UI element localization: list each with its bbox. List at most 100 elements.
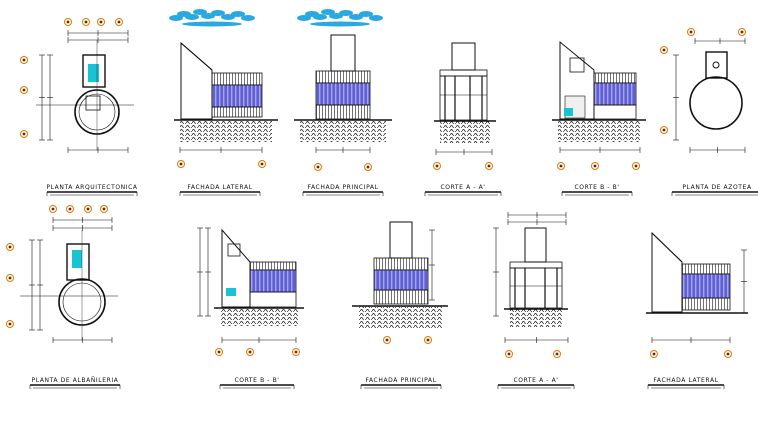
grid-marker <box>433 162 441 170</box>
grid-marker <box>258 160 266 168</box>
stair-cyan <box>564 108 573 116</box>
cloud-puff <box>221 14 235 20</box>
drain-circle <box>712 61 720 69</box>
stair-fill <box>88 64 99 82</box>
marker-dot <box>8 276 12 280</box>
rect <box>509 267 563 309</box>
marker-ring <box>258 160 266 168</box>
grid-marker <box>557 162 565 170</box>
marker-ring <box>433 162 441 170</box>
slat-band <box>373 257 429 271</box>
stair-cyan <box>226 288 236 296</box>
marker-ring <box>738 28 746 36</box>
facade-wall <box>180 41 213 120</box>
grid-marker <box>246 348 254 356</box>
grid-marker <box>20 56 28 64</box>
rect <box>389 221 413 259</box>
grid-marker <box>383 336 391 344</box>
marker-dot <box>86 207 90 211</box>
marker-dot <box>22 58 26 62</box>
slat-band <box>315 104 371 120</box>
marker-dot <box>555 352 559 356</box>
marker-dot <box>99 20 103 24</box>
title-fachada-principal-2: FACHADA PRINCIPAL <box>365 377 437 384</box>
glass-band <box>249 269 297 293</box>
title-fachada-lateral: FACHADA LATERAL <box>187 184 253 191</box>
marker-dot <box>84 20 88 24</box>
marker-dot <box>102 207 106 211</box>
planta-albanileria <box>6 205 121 389</box>
slat-band <box>681 297 731 311</box>
marker-ring <box>687 28 695 36</box>
marker-ring <box>177 160 185 168</box>
marker-ring <box>20 130 28 138</box>
marker-ring <box>632 162 640 170</box>
grid-marker <box>66 205 74 213</box>
marker-dot <box>426 338 430 342</box>
marker-ring <box>553 350 561 358</box>
cloud-puff <box>231 11 245 17</box>
planta-azotea <box>660 28 758 196</box>
marker-ring <box>505 350 513 358</box>
grid-marker <box>292 348 300 356</box>
rect <box>249 291 297 308</box>
ground-hatch <box>558 120 640 142</box>
rect <box>439 75 488 121</box>
stair-fill <box>72 250 82 268</box>
fachada-lateral <box>169 9 278 196</box>
cloud-puff <box>241 15 255 21</box>
grid-marker <box>364 163 372 171</box>
ground-hatch <box>300 120 386 142</box>
rect <box>330 34 356 72</box>
marker-dot <box>559 164 563 168</box>
grid-marker <box>553 350 561 358</box>
corte-bb-2 <box>197 227 304 389</box>
marker-dot <box>507 352 511 356</box>
glass-band <box>681 273 731 299</box>
ground-hatch <box>358 306 442 328</box>
marker-dot <box>366 165 370 169</box>
glass-band <box>593 82 637 106</box>
marker-ring <box>84 205 92 213</box>
marker-dot <box>726 352 730 356</box>
grid-marker <box>738 28 746 36</box>
grid-marker <box>6 243 14 251</box>
marker-ring <box>6 274 14 282</box>
marker-ring <box>20 86 28 94</box>
grid-marker <box>660 126 668 134</box>
ground-hatch <box>440 121 490 143</box>
marker-ring <box>724 350 732 358</box>
title-planta-azotea: PLANTA DE AZOTEA <box>682 184 752 191</box>
marker-ring <box>100 205 108 213</box>
cloud-puff <box>182 21 242 27</box>
marker-dot <box>740 30 744 34</box>
marker-ring <box>97 18 105 26</box>
line <box>180 42 213 71</box>
marker-dot <box>22 132 26 136</box>
slat-band <box>593 72 637 84</box>
rect <box>569 57 585 73</box>
marker-dot <box>22 88 26 92</box>
marker-ring <box>485 162 493 170</box>
glass-band <box>373 269 429 291</box>
grid-marker <box>97 18 105 26</box>
ground-hatch <box>510 309 562 327</box>
title-corte-aa-2: CORTE A - A' <box>513 377 559 384</box>
cloud-puff <box>201 13 215 19</box>
rect <box>705 51 728 79</box>
rect <box>593 104 637 120</box>
cloud-puff <box>185 14 199 20</box>
grid-marker <box>115 18 123 26</box>
marker-dot <box>662 128 666 132</box>
rect <box>509 261 563 269</box>
grid-marker <box>82 18 90 26</box>
grid-marker <box>177 160 185 168</box>
grid-marker <box>215 348 223 356</box>
marker-ring <box>115 18 123 26</box>
marker-ring <box>64 18 72 26</box>
marker-dot <box>634 164 638 168</box>
grid-marker <box>632 162 640 170</box>
marker-ring <box>6 243 14 251</box>
grid-marker <box>650 350 658 358</box>
